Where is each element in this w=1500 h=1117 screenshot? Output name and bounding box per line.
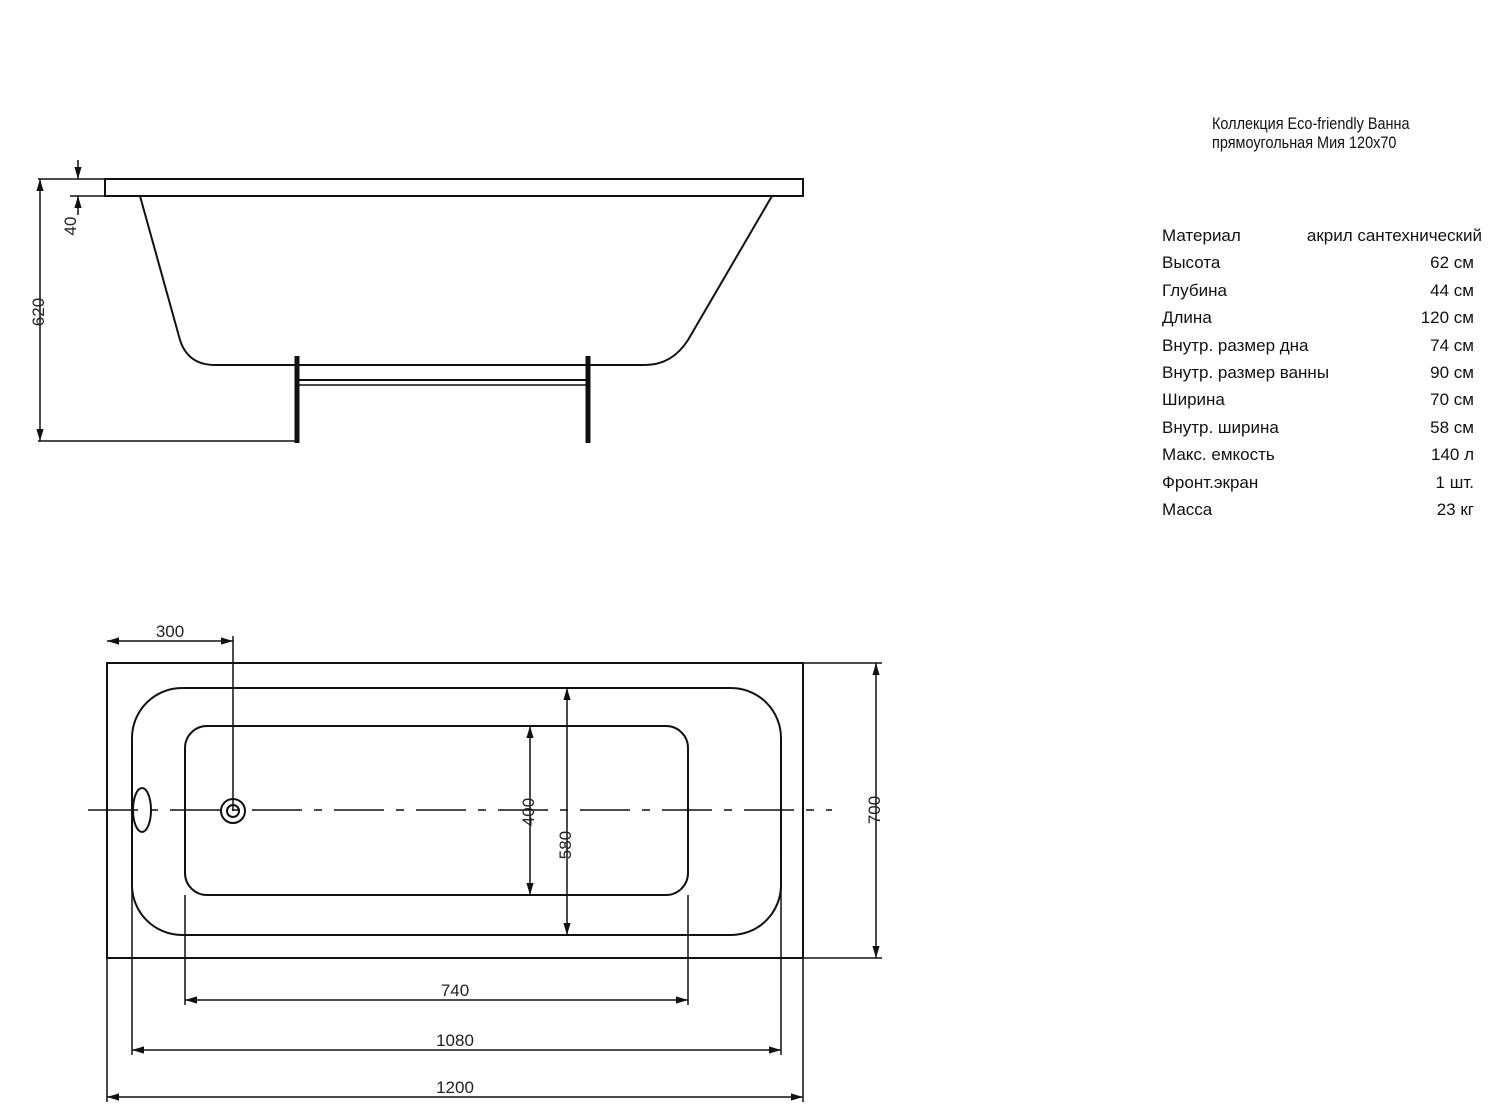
dim-rim: 40 (61, 217, 80, 236)
product-title: Коллекция Eco-friendly Ванна прямоугольн… (1212, 114, 1410, 152)
top-view (88, 636, 882, 1102)
spec-row: Длина 120 см (1162, 308, 1482, 335)
spec-label: Высота (1162, 253, 1221, 273)
spec-value: 70 см (1430, 390, 1474, 410)
spec-label: Ширина (1162, 390, 1225, 410)
spec-row: Глубина 44 см (1162, 281, 1482, 308)
dim-bottom-width: 400 (519, 798, 538, 826)
spec-value: 58 см (1430, 417, 1474, 437)
spec-row: Ширина 70 см (1162, 390, 1482, 417)
spec-value: 44 см (1430, 280, 1474, 300)
dim-drain-offset: 300 (156, 622, 184, 641)
spec-label: Внутр. размер ванны (1162, 362, 1330, 382)
spec-label: Длина (1162, 308, 1212, 328)
dim-bottom-length: 740 (441, 981, 469, 1000)
spec-label: Внутр. ширина (1162, 417, 1279, 437)
spec-value: 140 л (1430, 445, 1474, 465)
dim-height: 620 (29, 298, 48, 326)
spec-row: Материал акрил сантехнический (1162, 226, 1482, 253)
dim-inner-width: 580 (556, 831, 575, 859)
dim-inner-length: 1080 (436, 1031, 474, 1050)
spec-label: Масса (1162, 499, 1213, 519)
spec-value: 23 кг (1436, 499, 1474, 519)
spec-row: Внутр. размер ванны 90 см (1162, 363, 1482, 390)
spec-row: Внутр. ширина 58 см (1162, 418, 1482, 445)
spec-value: 90 см (1430, 362, 1474, 382)
overflow-icon (132, 787, 152, 833)
spec-value: акрил сантехнический (1306, 226, 1482, 245)
dim-width: 700 (865, 796, 884, 824)
product-title-line2: прямоугольная Мия 120х70 (1212, 133, 1397, 152)
spec-value: 74 см (1430, 335, 1474, 355)
spec-row: Фронт.экран 1 шт. (1162, 473, 1482, 500)
spec-label: Внутр. размер дна (1162, 335, 1309, 355)
spec-label: Фронт.экран (1162, 472, 1259, 492)
spec-row: Внутр. размер дна 74 см (1162, 336, 1482, 363)
spec-value: 120 см (1420, 308, 1474, 328)
dim-length: 1200 (436, 1078, 474, 1097)
spec-value: 1 шт. (1435, 472, 1474, 492)
spec-row: Макс. емкость 140 л (1162, 445, 1482, 472)
spec-label: Макс. емкость (1162, 445, 1275, 465)
tub-body (139, 195, 773, 366)
product-title-line1: Коллекция Eco-friendly Ванна (1212, 114, 1410, 133)
tub-inner-outline (131, 687, 782, 936)
spec-label: Материал (1162, 226, 1241, 245)
spec-row: Масса 23 кг (1162, 500, 1482, 527)
spec-row: Высота 62 см (1162, 253, 1482, 280)
spec-value: 62 см (1430, 253, 1474, 273)
tub-rim (104, 178, 804, 197)
spec-label: Глубина (1162, 280, 1227, 300)
side-view (36, 160, 804, 443)
